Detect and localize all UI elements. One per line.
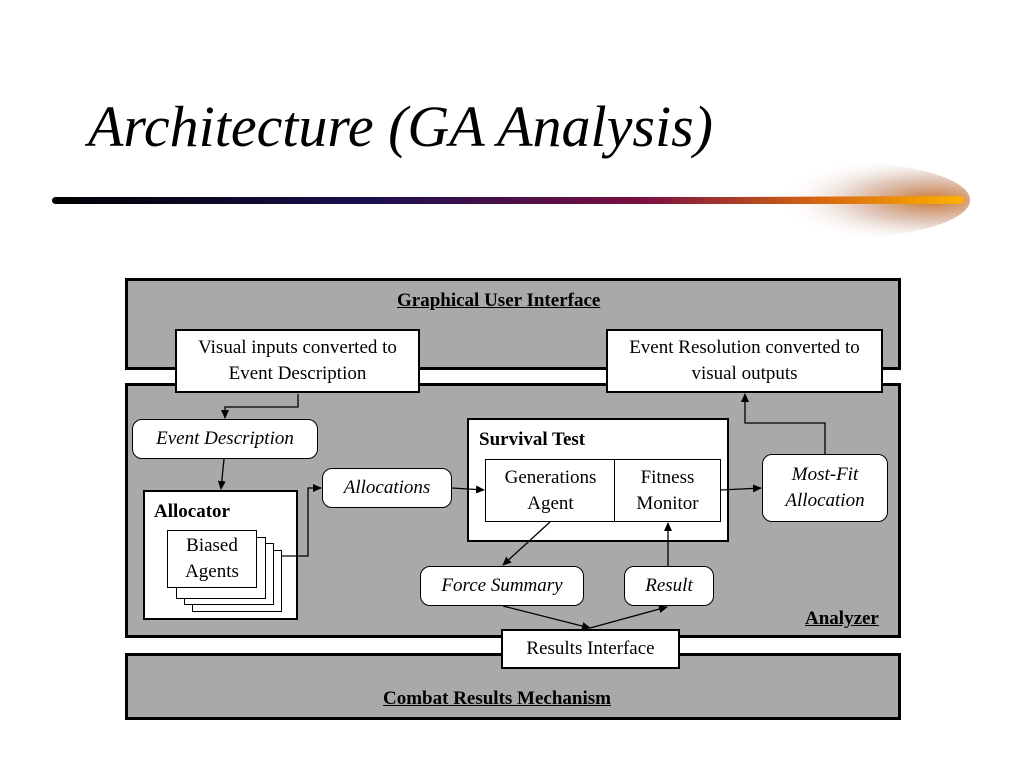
survival-test-label: Survival Test (479, 429, 586, 450)
arrow-event-description-to-allocator (217, 458, 226, 490)
visual-inputs-box: Visual inputs converted to Event Descrip… (175, 329, 420, 393)
arrow-allocations-to-survival-test (451, 485, 485, 494)
arrow-results-interface-to-result (589, 605, 668, 629)
biased-agents-card: Biased Agents (167, 530, 257, 588)
force-summary-box: Force Summary (420, 566, 584, 606)
allocator-label: Allocator (154, 501, 230, 522)
arrow-most-fit-to-event-resolution (741, 393, 826, 454)
slide-title: Architecture (GA Analysis) (88, 94, 713, 159)
generations-agent-box: Generations Agent (485, 459, 616, 522)
arrow-inputs-to-event-description (221, 394, 299, 419)
combat-results-label: Combat Results Mechanism (383, 688, 611, 709)
allocations-box: Allocations (322, 468, 452, 508)
results-interface-box: Results Interface (501, 629, 680, 669)
event-description-box: Event Description (132, 419, 318, 459)
analyzer-label: Analyzer (805, 608, 879, 629)
arrow-force-summary-to-results-interface (502, 605, 591, 630)
result-box: Result (624, 566, 714, 606)
gui-label: Graphical User Interface (397, 290, 601, 311)
most-fit-allocation-box: Most-Fit Allocation (762, 454, 888, 522)
arrow-generations-to-force-summary (502, 521, 551, 566)
event-resolution-box: Event Resolution converted to visual out… (606, 329, 883, 393)
arrow-allocator-to-allocations (282, 484, 322, 557)
arrow-fitness-to-most-fit (720, 484, 762, 493)
fitness-monitor-box: Fitness Monitor (614, 459, 721, 522)
